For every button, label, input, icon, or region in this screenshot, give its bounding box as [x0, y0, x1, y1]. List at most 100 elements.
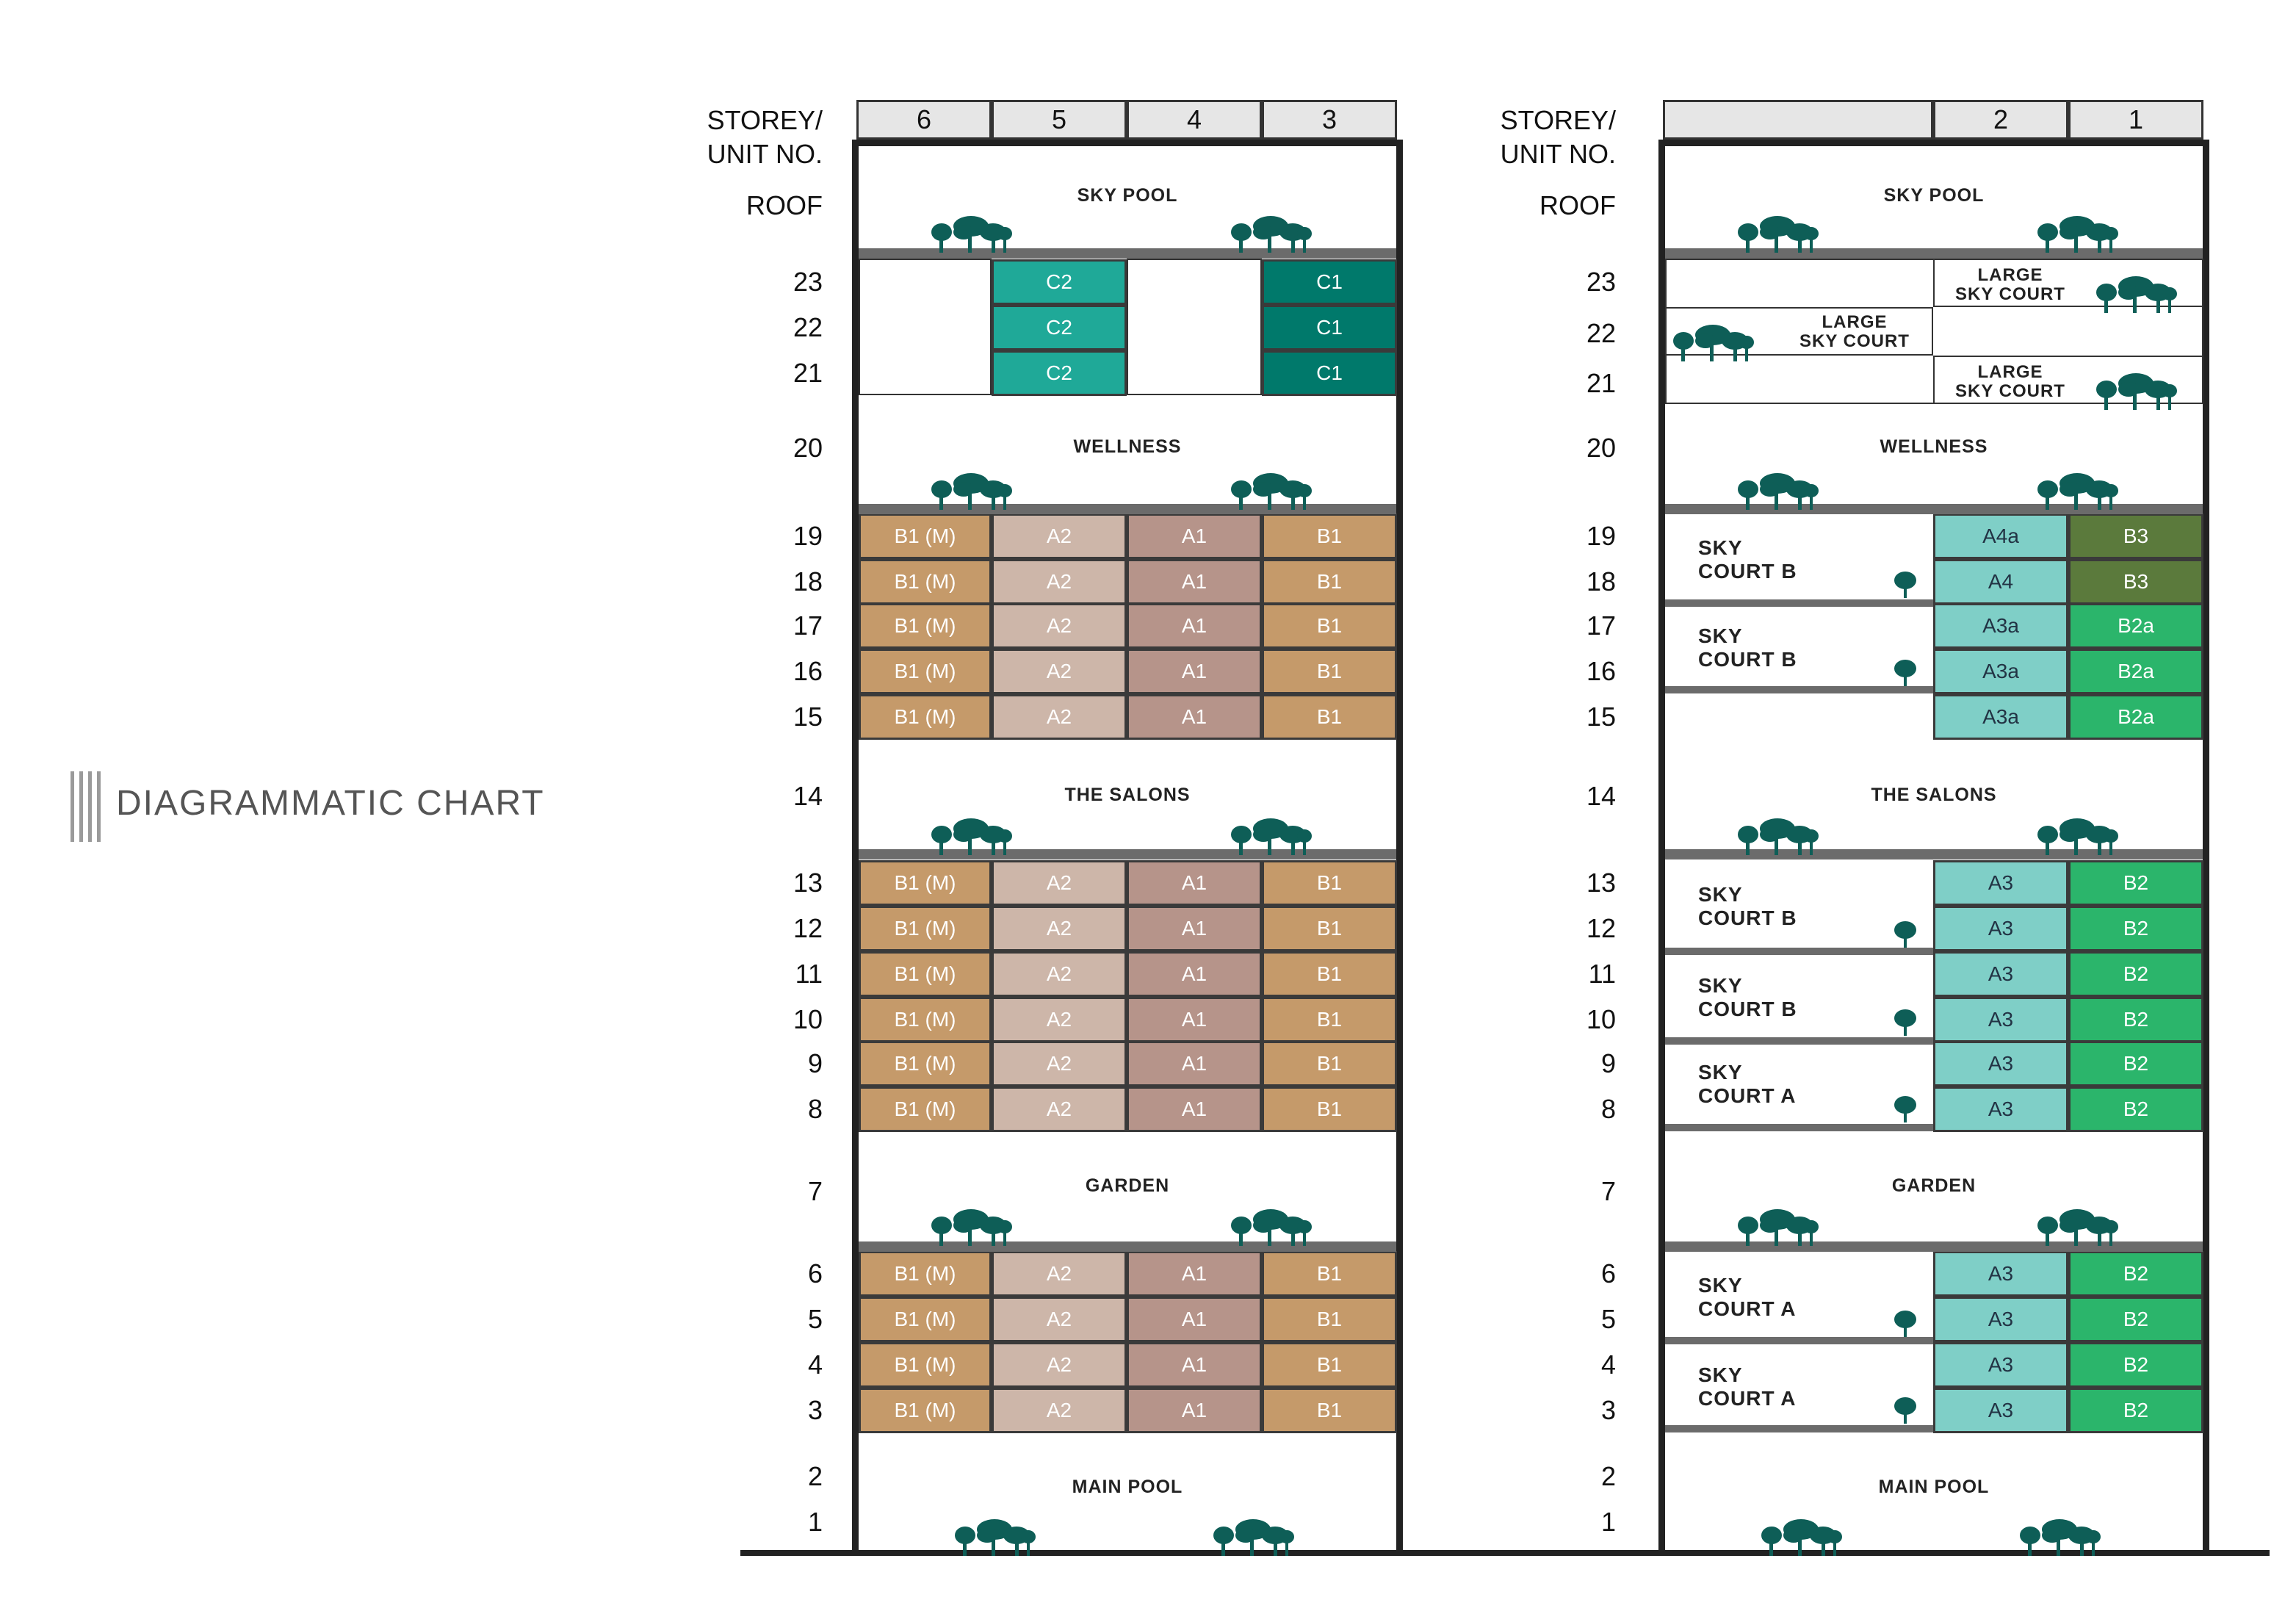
- unit-cell-c2: C2: [992, 259, 1127, 305]
- unit-cell-right-b: B2: [2068, 951, 2203, 997]
- storey-label-left-16: 16: [793, 656, 823, 686]
- large-sky-court-23-line2: SKY COURT: [1955, 284, 2065, 304]
- unit-cell: B1: [1262, 1041, 1397, 1086]
- storey-label-right-2: 2: [1600, 1461, 1616, 1491]
- storey-label-right-20: 20: [1586, 433, 1616, 463]
- unit-header-5: 5: [992, 100, 1127, 140]
- storey-label-right-15: 15: [1586, 702, 1616, 732]
- sky-court-a-4-line2: COURT A: [1698, 1387, 1797, 1410]
- sky-court-a-9-line2: COURT A: [1698, 1084, 1797, 1107]
- tree-icon: [1228, 212, 1316, 259]
- unit-cell-right-a: A4: [1933, 559, 2068, 605]
- storey-label-right-9: 9: [1600, 1048, 1616, 1078]
- left-salons-label: THE SALONS: [1064, 785, 1191, 805]
- storey-label-left-10: 10: [793, 1004, 823, 1034]
- sky-court-b-17: SKY COURT B: [1698, 624, 1797, 671]
- storey-label-right-13: 13: [1586, 868, 1616, 898]
- unit-cell: B1 (M): [859, 1297, 992, 1342]
- storey-label-right-7: 7: [1600, 1176, 1616, 1206]
- tree-icon: [2035, 469, 2123, 516]
- tree-icon: [952, 1515, 1040, 1563]
- unit-cell-right-b: B2: [2068, 860, 2203, 906]
- unit-cell: B1 (M): [859, 1342, 992, 1388]
- ground-line: [740, 1550, 2270, 1556]
- sky-court-slab: [1665, 686, 1933, 693]
- unit-cell: B1 (M): [859, 1041, 992, 1086]
- unit-cell-right-a: A3: [1933, 951, 2068, 997]
- storey-label-left-20: 20: [793, 433, 823, 463]
- tree-icon: [1892, 1095, 1918, 1128]
- storey-label-left-19: 19: [793, 521, 823, 551]
- sky-court-slab: [1665, 948, 1933, 955]
- sky-court-a-6: SKY COURT A: [1698, 1274, 1797, 1321]
- unit-cell: A1: [1127, 951, 1262, 997]
- tree-icon: [1735, 814, 1823, 862]
- storey-label-left-13: 13: [793, 868, 823, 898]
- left-void-box: [859, 259, 992, 395]
- unit-cell-right-b: B2: [2068, 1297, 2203, 1342]
- storey-label-left-7: 7: [807, 1176, 823, 1206]
- unit-cell: B1: [1262, 997, 1397, 1042]
- unit-cell-c1: C1: [1262, 305, 1397, 350]
- sky-court-slab: [1665, 1337, 1933, 1344]
- unit-cell: A2: [992, 603, 1127, 649]
- storey-label-right-3: 3: [1600, 1395, 1616, 1425]
- tree-icon: [1758, 1515, 1846, 1563]
- unit-cell: B1 (M): [859, 860, 992, 906]
- tree-icon: [2093, 272, 2181, 320]
- unit-cell-right-b: B2: [2068, 1041, 2203, 1086]
- unit-cell: B1 (M): [859, 559, 992, 605]
- tree-icon: [2035, 1205, 2123, 1253]
- tree-icon: [1892, 1309, 1918, 1342]
- sky-court-b-19: SKY COURT B: [1698, 536, 1797, 583]
- unit-cell: A2: [992, 559, 1127, 605]
- left-main-pool-label: MAIN POOL: [1072, 1477, 1183, 1497]
- tree-icon: [1892, 1008, 1918, 1041]
- unit-cell: A2: [992, 649, 1127, 694]
- unit-cell: A2: [992, 1086, 1127, 1132]
- tree-icon: [1670, 320, 1758, 368]
- tree-icon: [1210, 1515, 1299, 1563]
- unit-cell-right-b: B2a: [2068, 603, 2203, 649]
- sky-court-a-4-line1: SKY: [1698, 1363, 1743, 1386]
- unit-cell-right-b: B2: [2068, 906, 2203, 951]
- storey-label-right-18: 18: [1586, 566, 1616, 597]
- unit-cell: B1: [1262, 906, 1397, 951]
- storey-label-right-1: 1: [1600, 1507, 1616, 1537]
- sky-court-slab: [1665, 599, 1933, 607]
- sky-court-b-11-line2: COURT B: [1698, 998, 1797, 1020]
- large-sky-court-23-line1: LARGE: [1977, 265, 2043, 285]
- unit-cell-c2: C2: [992, 350, 1127, 396]
- unit-cell: A2: [992, 997, 1127, 1042]
- storey-label-left-11: 11: [795, 959, 823, 989]
- unit-cell-c2: C2: [992, 305, 1127, 350]
- storey-label-right-14: 14: [1586, 781, 1616, 811]
- storey-label-left-5: 5: [807, 1304, 823, 1334]
- right-wellness-label: WELLNESS: [1880, 436, 1988, 457]
- unit-cell-right-a: A3: [1933, 997, 2068, 1042]
- unit-cell-right-a: A3a: [1933, 649, 2068, 694]
- unit-cell-right-b: B3: [2068, 513, 2203, 559]
- tree-icon: [2035, 814, 2123, 862]
- right-sky-pool-label: SKY POOL: [1883, 185, 1985, 206]
- large-sky-court-21-line1: LARGE: [1977, 362, 2043, 382]
- unit-cell: A2: [992, 906, 1127, 951]
- storey-label-right-16: 16: [1586, 656, 1616, 686]
- sky-court-slab: [1665, 1425, 1933, 1432]
- storey-label-left-9: 9: [807, 1048, 823, 1078]
- storey-header-right-2: UNIT NO.: [1500, 139, 1616, 169]
- sky-court-b-13: SKY COURT B: [1698, 883, 1797, 930]
- unit-cell: B1 (M): [859, 649, 992, 694]
- unit-cell-right-a: A3: [1933, 1297, 2068, 1342]
- tree-icon: [2093, 369, 2181, 417]
- sky-court-b-19-line1: SKY: [1698, 536, 1743, 559]
- left-sky-pool-label: SKY POOL: [1077, 185, 1178, 206]
- left-void-box: [1127, 259, 1262, 395]
- large-sky-court-21-line2: SKY COURT: [1955, 381, 2065, 401]
- unit-cell-right-a: A3a: [1933, 603, 2068, 649]
- storey-header-left-2: UNIT NO.: [707, 139, 823, 169]
- storey-label-right-17: 17: [1586, 610, 1616, 641]
- tree-icon: [2035, 212, 2123, 259]
- sky-court-b-11-line1: SKY: [1698, 974, 1743, 997]
- left-garden-label: GARDEN: [1085, 1175, 1170, 1196]
